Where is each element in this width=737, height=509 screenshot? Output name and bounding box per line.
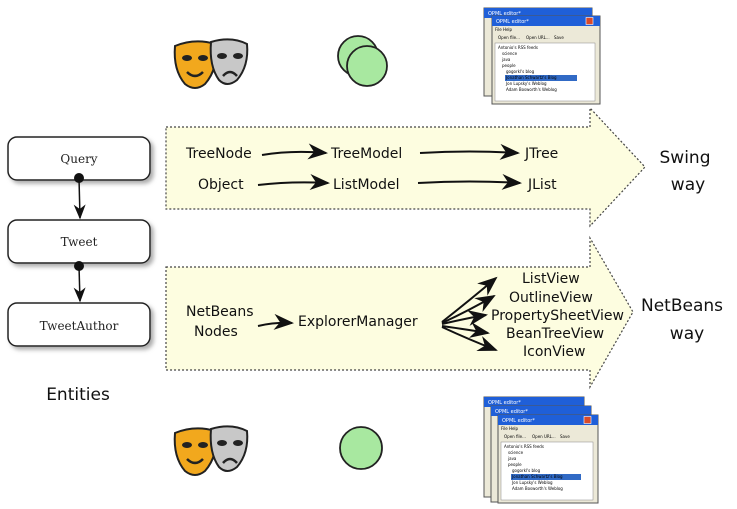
opml-editor-window-stack-top: OPML editor* OPML editor* File Help Open…	[483, 7, 601, 105]
swing-arrow-1	[261, 143, 328, 160]
swing-jtree: JTree	[524, 146, 558, 162]
toolbar-save: Save	[554, 35, 564, 40]
netbeans-view-propertysheetview: PropertySheetView	[491, 308, 624, 324]
swing-way-label-1: Swing	[660, 148, 711, 168]
swing-treenode: TreeNode	[185, 146, 252, 162]
tree-item: Antonio's RSS feeds	[504, 444, 544, 449]
window-title: OPML editor*	[488, 400, 521, 406]
netbeans-arrow-listview	[441, 276, 498, 323]
tree-item: gogorkl's blog	[506, 69, 535, 74]
tree-item: Jonathan Schwartz's Blog	[511, 474, 563, 479]
netbeans-view-outlineview: OutlineView	[509, 290, 593, 306]
swing-arrow-shape	[165, 106, 646, 228]
entities-caption: Entities	[46, 385, 110, 405]
toolbar-open-url: Open URL...	[532, 434, 556, 439]
tree-item: java	[501, 57, 511, 62]
tree-item: gogorkl's blog	[512, 468, 541, 473]
netbeans-arrow-propertysheetview	[441, 310, 488, 326]
tree-item: Jonathan Schwartz's Blog	[505, 75, 557, 80]
toolbar-open-file: Open file...	[498, 35, 520, 40]
entity-connector-2	[73, 261, 86, 303]
circle-icon	[339, 426, 383, 470]
tree-item: Jon Lupsky's Weblog	[505, 81, 547, 86]
overlapping-circles-icon	[337, 35, 388, 87]
netbeans-way-label-2: way	[670, 324, 704, 344]
netbeans-source-1: NetBeans	[186, 304, 254, 320]
window-title: OPML editor*	[502, 418, 535, 424]
swing-arrow-2	[419, 143, 520, 160]
swing-arrow-4	[417, 173, 522, 190]
theater-masks-icon	[173, 38, 249, 89]
entity-tweet-label: Tweet	[61, 235, 98, 249]
swing-listmodel: ListModel	[333, 177, 400, 193]
netbeans-arrow-main	[257, 313, 294, 330]
netbeans-view-iconview: IconView	[523, 344, 586, 360]
netbeans-manager: ExplorerManager	[298, 314, 418, 330]
swing-jlist: JList	[527, 177, 557, 193]
tree-item: Antonio's RSS feeds	[498, 45, 538, 50]
netbeans-arrow-beantreeview	[441, 322, 490, 338]
netbeans-source-2: Nodes	[194, 324, 238, 340]
toolbar-open-url: Open URL...	[526, 35, 550, 40]
tree-item: Adam Bosworth's Weblog	[512, 486, 563, 491]
toolbar-save: Save	[560, 434, 570, 439]
entity-query-label: Query	[60, 152, 97, 166]
tree-item: science	[508, 450, 524, 455]
netbeans-arrow-iconview	[441, 326, 498, 352]
tree-item: Adam Bosworth's Weblog	[506, 87, 557, 92]
netbeans-view-listview: ListView	[522, 271, 580, 287]
swing-object: Object	[198, 177, 244, 193]
netbeans-arrow-shape	[165, 235, 634, 390]
tree-item: people	[502, 63, 516, 68]
netbeans-way-label-1: NetBeans	[641, 296, 723, 316]
tree-item: Jon Lupsky's Weblog	[511, 480, 553, 485]
toolbar-open-file: Open file...	[504, 434, 526, 439]
window-menu: File Help	[495, 27, 513, 32]
swing-treemodel: TreeModel	[330, 146, 402, 162]
opml-editor-window-stack-bottom: OPML editor* OPML editor* OPML editor* F…	[483, 396, 599, 504]
tree-item: java	[507, 456, 517, 461]
tree-item: people	[508, 462, 522, 467]
netbeans-arrow-outlineview	[441, 294, 496, 324]
entity-connector-1	[73, 173, 86, 220]
entity-tweetauthor-label: TweetAuthor	[40, 319, 119, 333]
entity-tweetauthor-box	[7, 302, 151, 347]
window-title: OPML editor*	[488, 11, 521, 17]
window-title: OPML editor*	[495, 409, 528, 415]
netbeans-view-beantreeview: BeanTreeView	[506, 326, 604, 342]
window-title: OPML editor*	[496, 19, 529, 25]
tree-item: science	[502, 51, 518, 56]
window-menu: File Help	[501, 426, 519, 431]
swing-arrow-3	[257, 174, 330, 190]
theater-masks-icon	[173, 425, 249, 476]
swing-way-label-2: way	[671, 175, 705, 195]
